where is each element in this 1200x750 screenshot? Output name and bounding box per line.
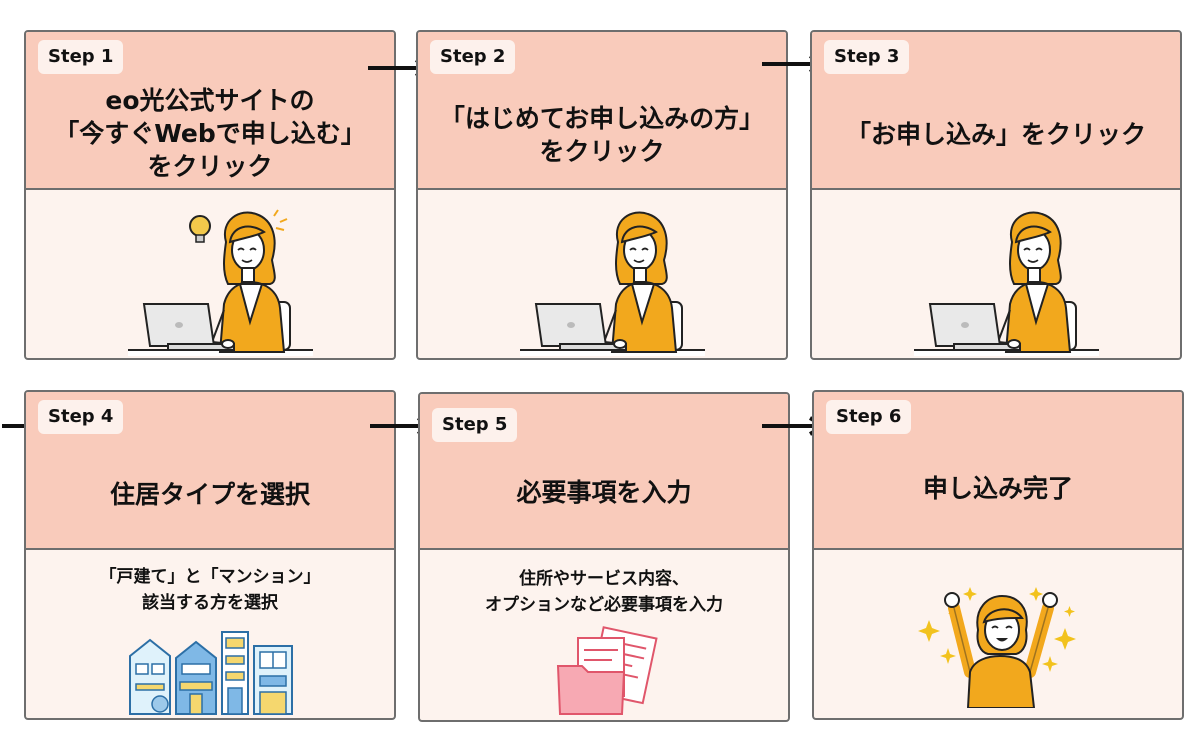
step-title: 住居タイプを選択 [109, 480, 310, 509]
laptop-woman-icon [519, 211, 706, 357]
step-card-2: Step 2 「はじめてお申し込みの方」 をクリック [416, 30, 788, 360]
step-badge: Step 5 [432, 408, 518, 442]
step-title: eo光公式サイトの 「今すぐWebで申し込む」 をクリック [54, 86, 366, 181]
step-card-1: Step 1 eo光公式サイトの 「今すぐWebで申し込む」 をクリック [24, 30, 396, 360]
step-card-4: Step 4 住居タイプを選択 「戸建て」と「マンション」 該当する方を選択 [24, 390, 396, 720]
step-badge: Step 1 [38, 40, 124, 74]
step-title: 「はじめてお申し込みの方」 をクリック [439, 104, 765, 166]
step-header: Step 3 「お申し込み」をクリック [812, 32, 1180, 190]
step-badge: Step 2 [430, 40, 516, 74]
step-badge: Step 4 [38, 400, 124, 434]
step-header: Step 2 「はじめてお申し込みの方」 をクリック [418, 32, 786, 190]
step-header: Step 1 eo光公式サイトの 「今すぐWebで申し込む」 をクリック [26, 32, 394, 190]
step-card-3: Step 3 「お申し込み」をクリック [810, 30, 1182, 360]
step-title: 「お申し込み」をクリック [845, 120, 1146, 149]
laptop-woman-icon [913, 211, 1100, 357]
houses-icon [129, 631, 293, 715]
step-header: Step 4 住居タイプを選択 [26, 392, 394, 550]
step-header: Step 6 申し込み完了 [814, 392, 1182, 550]
step-description: 住所やサービス内容、 オプションなど必要事項を入力 [485, 569, 723, 615]
step-header: Step 5 必要事項を入力 [420, 394, 788, 550]
step-title: 申し込み完了 [922, 474, 1073, 503]
step-card-5: Step 5 必要事項を入力 住所やサービス内容、 オプションなど必要事項を入力 [418, 392, 790, 722]
step-badge: Step 3 [824, 40, 910, 74]
step-badge: Step 6 [826, 400, 912, 434]
step-description: 「戸建て」と「マンション」 該当する方を選択 [99, 567, 321, 613]
laptop-woman-idea-icon [127, 209, 314, 357]
documents-folder-icon [556, 626, 658, 715]
celebrating-woman-icon [918, 587, 1076, 708]
step-card-6: Step 6 申し込み完了 [812, 390, 1184, 720]
step-title: 必要事項を入力 [516, 478, 692, 507]
